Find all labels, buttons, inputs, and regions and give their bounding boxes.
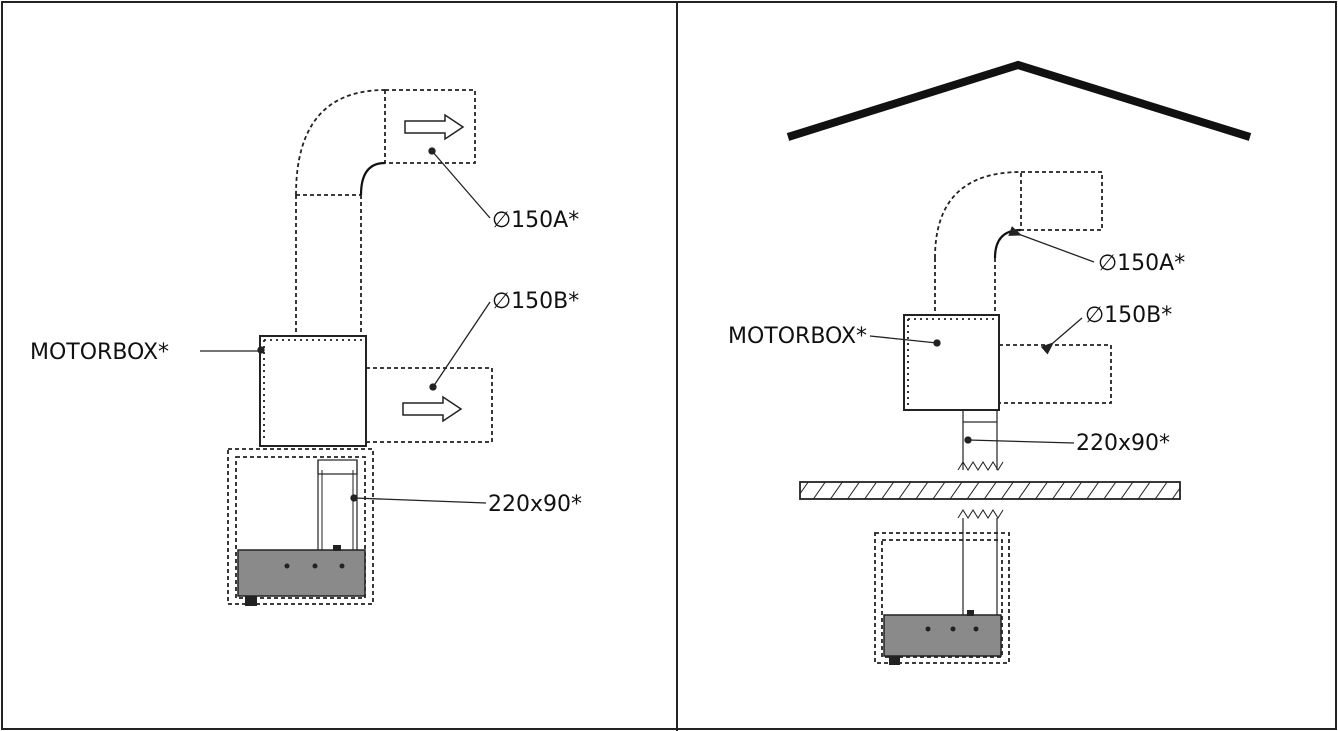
right-label-motorbox: MOTORBOX* — [728, 324, 867, 349]
right-panel-drawing — [874, 171, 1112, 664]
left-panel-drawing — [227, 89, 493, 605]
ceiling-slab — [799, 481, 1181, 500]
right-unit-base — [883, 614, 1002, 657]
left-label-pipe-b: ∅150B* — [492, 289, 579, 314]
left-unit-base-details — [245, 545, 345, 606]
left-leaders — [200, 147, 491, 504]
left-label-motorbox: MOTORBOX* — [30, 340, 169, 365]
right-label-duct: 220x90* — [1076, 431, 1170, 456]
right-label-pipe-b: ∅150B* — [1085, 303, 1172, 328]
right-leaders — [869, 226, 1095, 444]
left-unit-base — [237, 549, 366, 597]
right-unit-base-details — [889, 610, 979, 665]
right-label-pipe-a: ∅150A* — [1098, 251, 1185, 276]
left-label-duct: 220x90* — [488, 492, 582, 517]
roof — [786, 60, 1252, 141]
left-label-pipe-a: ∅150A* — [492, 208, 579, 233]
